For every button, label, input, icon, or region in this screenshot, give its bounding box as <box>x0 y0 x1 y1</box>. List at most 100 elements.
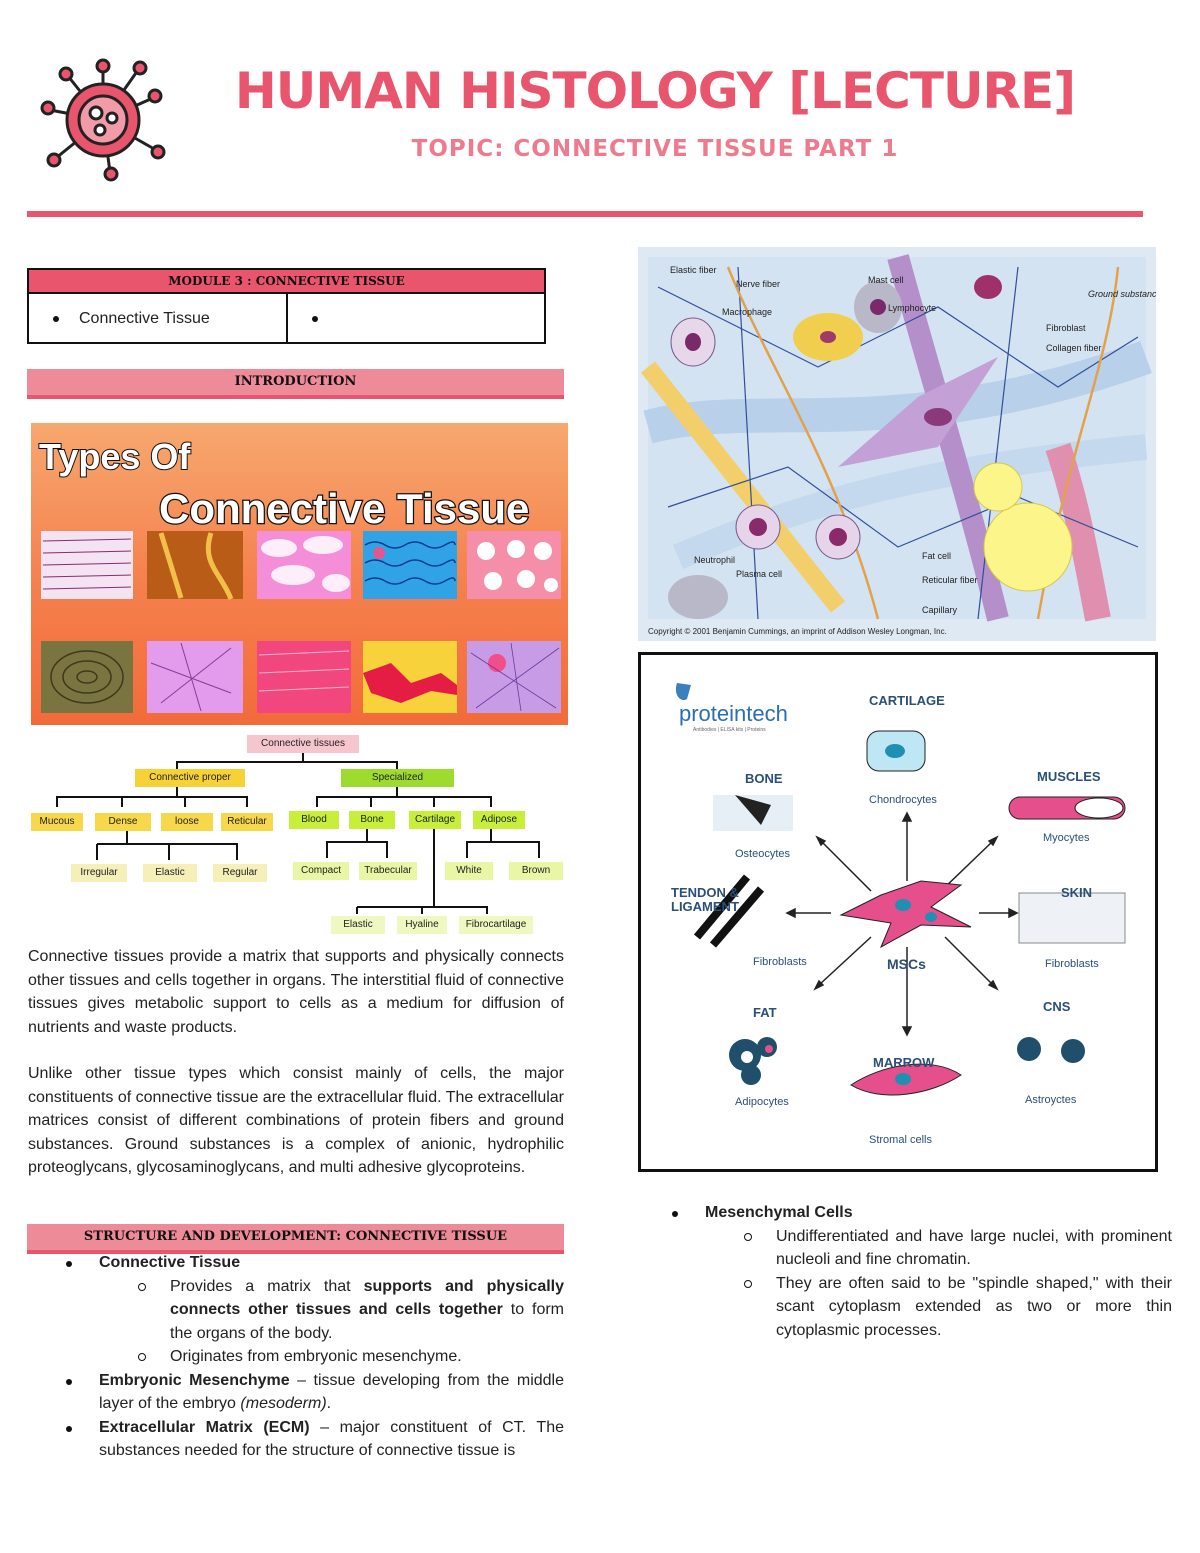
text-bold: supports and physically connects other t… <box>170 1277 565 1319</box>
list-subitem: They are often said to be "spindle shape… <box>634 1272 1172 1343</box>
module-cell-1: Connective Tissue <box>29 294 286 344</box>
list-item: Mesenchymal Cells <box>634 1201 1172 1225</box>
label-fibroblast: Fibroblast <box>1046 323 1086 333</box>
virus-icon <box>40 58 166 182</box>
brand-tagline: Antibodies | ELISA kits | Proteins <box>693 727 766 733</box>
node-cns-title: CNS <box>1043 999 1071 1014</box>
module-heading: MODULE 3 : CONNECTIVE TISSUE <box>29 270 544 294</box>
tree-node-brown: Brown <box>509 862 563 880</box>
list-term: Extracellular Matrix (ECM) <box>99 1418 310 1436</box>
label-macrophage: Macrophage <box>722 307 772 317</box>
node-marrow-title: MARROW <box>873 1055 935 1070</box>
brand-name: proteintech <box>679 701 788 726</box>
tree-node-cartilage: Cartilage <box>409 811 461 829</box>
node-muscles-cell: Myocytes <box>1043 832 1090 844</box>
tree-node-compact: Compact <box>293 862 349 880</box>
bullet-icon <box>53 316 59 322</box>
tree-node-elastic: Elastic <box>143 864 197 882</box>
tree-node-bone: Bone <box>349 811 395 829</box>
node-cartilage-title: CARTILAGE <box>869 693 945 708</box>
tree-node-loose: loose <box>161 813 213 831</box>
text-span: Originates from embryonic mesenchyme. <box>170 1348 462 1365</box>
node-skin-title: SKIN <box>1061 885 1092 900</box>
label-elastic-fiber: Elastic fiber <box>670 265 717 275</box>
node-cns-cell: Astroyctes <box>1025 1094 1077 1106</box>
node-skin-cell: Fibroblasts <box>1045 958 1099 970</box>
node-tendon-title: TENDON & <box>671 885 739 900</box>
text-span: Undifferentiated and have large nuclei, … <box>776 1227 1172 1269</box>
tree-node-adipose: Adipose <box>473 811 525 829</box>
tree-node-trabecular: Trabecular <box>359 862 417 880</box>
text-italic: (mesoderm) <box>240 1395 327 1412</box>
text-span: . <box>326 1395 332 1412</box>
structure-list: Connective Tissue Provides a matrix that… <box>28 1251 564 1463</box>
text-span: They are often said to be "spindle shape… <box>776 1274 1172 1339</box>
figure-copyright: Copyright © 2001 Benjamin Cummings, an i… <box>648 627 947 636</box>
tree-connectors <box>56 752 540 914</box>
label-nerve-fiber: Nerve fiber <box>736 279 780 289</box>
image-title-line2: Connective Tissue <box>159 485 529 532</box>
page-subtitle: TOPIC: CONNECTIVE TISSUE PART 1 <box>411 136 899 162</box>
tree-node-reticular: Reticular <box>221 813 273 831</box>
bullet-icon <box>311 316 318 322</box>
text-span: – major constituent of CT. The substance… <box>99 1418 564 1460</box>
list-term: Embryonic Mesenchyme <box>99 1371 290 1389</box>
structure-heading: STRUCTURE AND DEVELOPMENT: CONNECTIVE TI… <box>27 1224 564 1254</box>
list-term: Connective Tissue <box>99 1254 241 1271</box>
tree-node-white: White <box>445 862 493 880</box>
intro-paragraph-2: Unlike other tissue types which consist … <box>28 1065 564 1176</box>
label-plasma-cell: Plasma cell <box>736 569 782 579</box>
tree-node-root: Connective tissues <box>247 735 359 753</box>
list-term: Mesenchymal Cells <box>705 1204 853 1221</box>
header-divider <box>27 211 1143 217</box>
tree-node-proper: Connective proper <box>135 769 245 787</box>
label-capillary: Capillary <box>922 605 958 615</box>
label-neutrophil: Neutrophil <box>694 555 735 565</box>
list-subitem: Originates from embryonic mesenchyme. <box>28 1345 564 1369</box>
node-fat-title: FAT <box>753 1005 777 1020</box>
text-span: to form the organs of the body. <box>170 1301 565 1342</box>
tree-node-specialized: Specialized <box>341 769 454 787</box>
list-item: Extracellular Matrix (ECM) – major const… <box>28 1416 564 1463</box>
tree-node-blood: Blood <box>289 811 339 829</box>
label-lymphocyte: Lymphocyte <box>888 303 936 313</box>
label-fat-cell: Fat cell <box>922 551 951 561</box>
node-fat-cell: Adipocytes <box>735 1096 789 1108</box>
node-ligament-title: LIGAMENT <box>671 899 739 914</box>
tree-node-elastic-cartilage: Elastic <box>331 916 385 934</box>
label-mast-cell: Mast cell <box>868 275 904 285</box>
connective-tissue-illustration: Elastic fiber Nerve fiber Macrophage Mas… <box>638 247 1156 641</box>
node-tendon-cell: Fibroblasts <box>753 956 807 968</box>
tree-node-regular: Regular <box>213 864 267 882</box>
msc-diagram: proteintech Antibodies | ELISA kits | Pr… <box>671 683 1126 1146</box>
intro-paragraph-1: Connective tissues provide a matrix that… <box>28 948 564 1036</box>
tree-node-hyaline: Hyaline <box>397 916 447 934</box>
node-marrow-cell: Stromal cells <box>869 1134 932 1146</box>
mesenchymal-list: Mesenchymal Cells Undifferentiated and h… <box>634 1201 1172 1342</box>
label-ground-substance: Ground substance <box>1088 289 1156 299</box>
node-bone-title: BONE <box>745 771 783 786</box>
module-table: MODULE 3 : CONNECTIVE TISSUE Connective … <box>27 268 546 344</box>
page-title: HUMAN HISTOLOGY [LECTURE] <box>234 62 1076 120</box>
introduction-heading: INTRODUCTION <box>27 369 564 399</box>
text-span: Provides a matrix that <box>170 1277 364 1295</box>
tree-node-mucous: Mucous <box>31 813 83 831</box>
node-cartilage-cell: Chondrocytes <box>869 794 937 806</box>
image-title-line1: Types Of <box>39 436 191 477</box>
center-label: MSCs <box>887 956 926 972</box>
label-collagen-fiber: Collagen fiber <box>1046 343 1102 353</box>
types-of-connective-tissue-image: Types Of Connective Tissue <box>31 423 568 725</box>
module-row: Connective Tissue <box>29 294 544 344</box>
connective-tissue-tree: Connective tissues Connective proper Spe… <box>27 732 567 944</box>
list-item: Embryonic Mesenchyme – tissue developing… <box>28 1369 564 1416</box>
list-subitem: Undifferentiated and have large nuclei, … <box>634 1225 1172 1272</box>
msc-differentiation-figure: proteintech Antibodies | ELISA kits | Pr… <box>638 652 1158 1172</box>
list-item: Connective Tissue <box>28 1251 564 1275</box>
tree-node-fibrocartilage: Fibrocartilage <box>459 916 533 934</box>
node-muscles-title: MUSCLES <box>1037 769 1101 784</box>
tree-node-dense: Dense <box>95 813 151 831</box>
tree-node-irregular: Irregular <box>71 864 127 882</box>
node-bone-cell: Osteocytes <box>735 848 791 860</box>
list-subitem: Provides a matrix that supports and phys… <box>28 1275 564 1346</box>
module-cell-text: Connective Tissue <box>79 310 210 327</box>
